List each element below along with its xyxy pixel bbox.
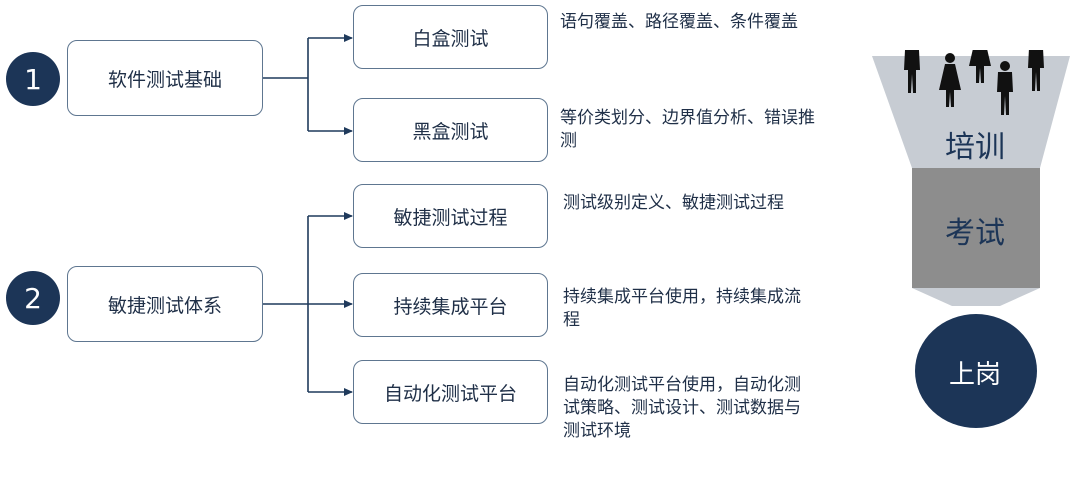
desc-agile-test-process: 测试级别定义、敏捷测试过程 (563, 193, 784, 213)
item-automation-platform: 自动化测试平台 (353, 360, 548, 424)
item-white-box-testing: 白盒测试 (353, 5, 548, 69)
person-icon (969, 50, 991, 83)
person-icon (1028, 50, 1044, 91)
funnel-exam-label: 考试 (945, 216, 1005, 251)
desc-white-box-testing: 语句覆盖、路径覆盖、条件覆盖 (560, 12, 798, 32)
section-2-number: 2 (6, 271, 60, 325)
person-icon (904, 50, 920, 93)
outcome-circle (915, 314, 1037, 428)
funnel-training-label: 培训 (945, 130, 1005, 165)
desc-automation-platform: 自动化测试平台使用，自动化测试策略、测试设计、测试数据与测试环境 (563, 375, 801, 441)
person-icon (997, 61, 1013, 115)
item-ci-platform: 持续集成平台 (353, 273, 548, 337)
desc-ci-platform: 持续集成平台使用，持续集成流程 (563, 287, 801, 330)
training-funnel (872, 50, 1070, 428)
funnel-training-stage (872, 56, 1070, 168)
section-2-title: 敏捷测试体系 (67, 266, 263, 342)
item-black-box-testing: 黑盒测试 (353, 98, 548, 162)
person-icon (939, 53, 961, 107)
people-icons (904, 50, 1044, 115)
funnel-outcome-label: 上岗 (948, 360, 1001, 390)
section-1-number: 1 (6, 52, 60, 106)
item-agile-test-process: 敏捷测试过程 (353, 184, 548, 248)
funnel-exam-stage (912, 168, 1040, 288)
funnel-neck (912, 288, 1040, 306)
desc-black-box-testing: 等价类划分、边界值分析、错误推测 (560, 108, 815, 151)
section-1-title: 软件测试基础 (67, 40, 263, 116)
